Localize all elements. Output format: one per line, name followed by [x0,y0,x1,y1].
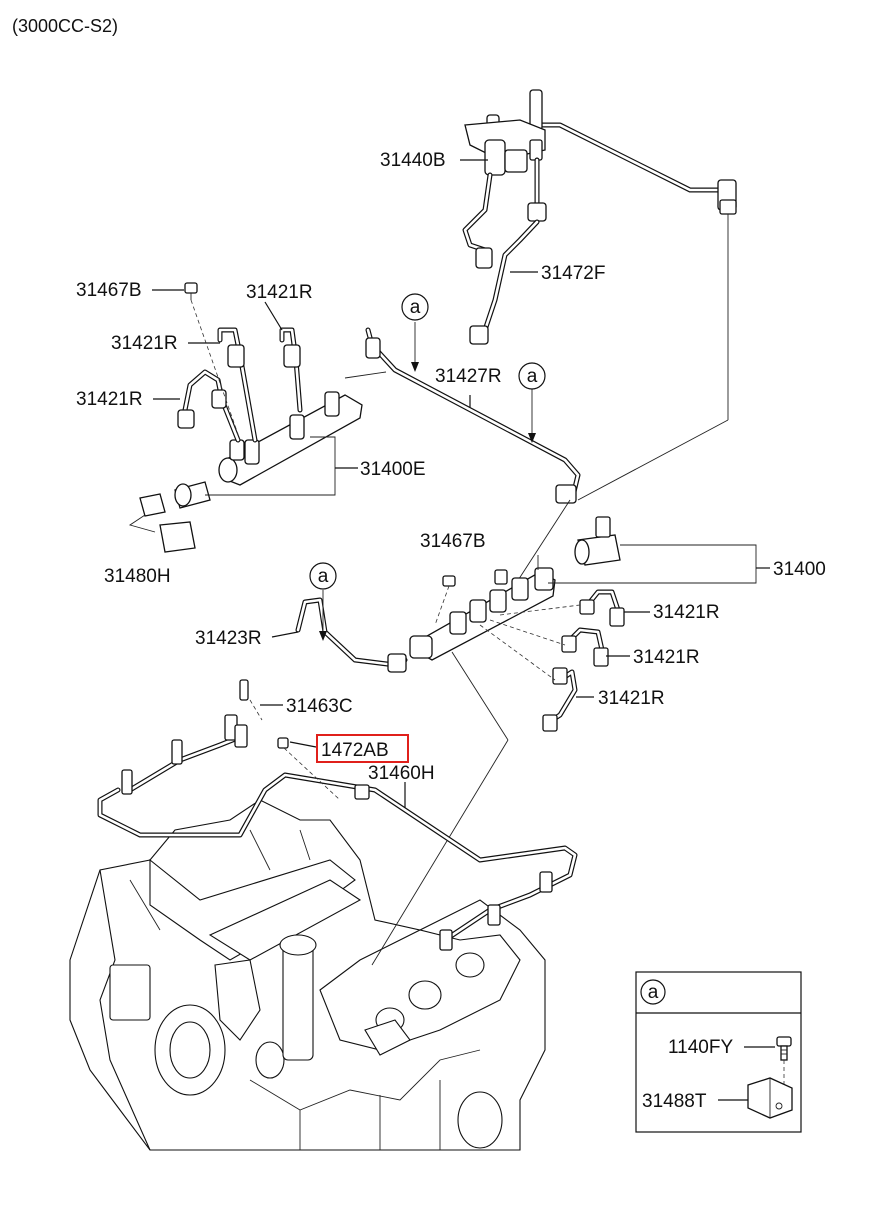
label-31421R-r2[interactable]: 31421R [633,647,700,668]
svg-text:a: a [318,566,329,587]
high-pressure-pump-assembly [460,89,737,501]
label-31421R-r1[interactable]: 31421R [653,602,720,623]
label-31467B-right[interactable]: 31467B [420,531,486,552]
label-1140FY[interactable]: 1140FY [668,1037,733,1058]
diagram-code: (3000CC-S2) [12,16,118,36]
label-31421R-left[interactable]: 31421R [76,389,143,410]
label-31467B-top[interactable]: 31467B [76,280,142,301]
right-fuel-rail [371,516,770,966]
bracket-31488T [747,1077,793,1119]
label-1472AB[interactable]: 1472AB [321,740,389,761]
ref-marker-a3: a [309,562,337,590]
label-31463C[interactable]: 31463C [286,696,353,717]
left-fuel-rail [128,282,363,553]
label-31440B[interactable]: 31440B [380,150,446,171]
engine-block [69,799,546,1151]
label-31421R-r3[interactable]: 31421R [598,688,665,709]
ref-marker-a1: a [401,293,429,321]
label-31460H[interactable]: 31460H [368,763,435,784]
crossover-pipe [344,322,581,586]
label-31488T[interactable]: 31488T [642,1091,707,1112]
detail-ref: a [648,982,659,1003]
label-31421R-mid[interactable]: 31421R [111,333,178,354]
label-31400[interactable]: 31400 [773,559,826,580]
return-line [97,679,578,951]
ref-marker-a2: a [518,362,546,390]
svg-text:a: a [410,297,421,318]
label-31472F[interactable]: 31472F [541,263,605,284]
detail-box-a: a 1140FY 31488T [635,971,802,1133]
highlighted-callout[interactable]: 1472AB [316,734,409,763]
label-31427R[interactable]: 31427R [435,366,502,387]
feed-pipe [271,590,408,673]
label-31423R[interactable]: 31423R [195,628,262,649]
label-31421R-top[interactable]: 31421R [246,282,313,303]
label-31400E[interactable]: 31400E [360,459,426,480]
bolt-1140FY [776,1036,792,1085]
label-31480H[interactable]: 31480H [104,566,171,587]
highlight-box [316,734,409,763]
svg-text:a: a [527,366,538,387]
